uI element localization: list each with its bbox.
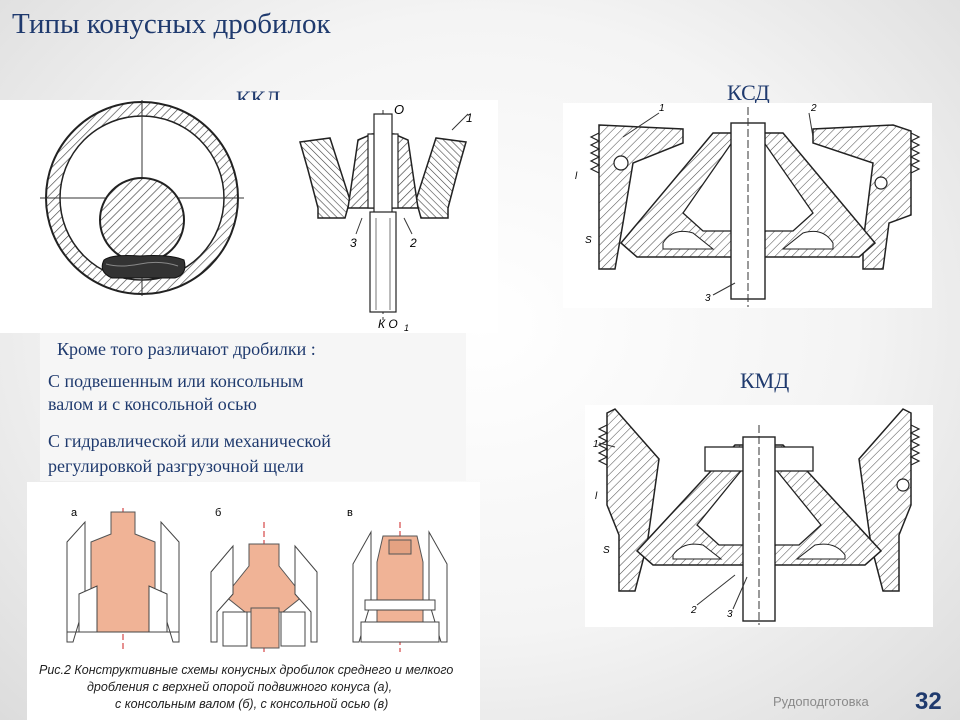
ksd-drawing: 1 2 3 l S — [575, 103, 921, 307]
kkd-drawing-panel: О 1 2 3 К О 1 — [0, 100, 498, 333]
scheme-label-b: б — [215, 507, 221, 519]
scheme-label-a: а — [71, 507, 78, 519]
schemes-drawing: а б в — [66, 507, 448, 652]
ksd-mark-2: 2 — [810, 103, 817, 114]
kkd-mark-top: О — [394, 102, 404, 117]
scheme-a — [66, 508, 180, 652]
kmd-drawing-panel: 1 2 3 l S — [585, 405, 933, 627]
kkd-mark-bottom-sub: 1 — [404, 323, 409, 333]
ksd-mark-l: l — [575, 171, 578, 182]
kmd-mark-2: 2 — [690, 605, 697, 616]
ksd-mark-1: 1 — [659, 103, 665, 114]
kkd-plan-view — [40, 100, 244, 296]
ksd-mark-s: S — [585, 235, 592, 246]
schemes-panel: а б в Рис.2 Конструктивные схемы конусны… — [27, 482, 480, 720]
label-kmd: КМД — [740, 368, 790, 393]
scheme-b — [210, 522, 318, 652]
ksd-drawing-panel: 1 2 3 l S — [563, 103, 932, 308]
kmd-mark-s: S — [603, 545, 610, 556]
slide-title: Типы конусных дробилок — [12, 8, 331, 40]
schemes-caption-line1: Рис.2 Конструктивные схемы конусных дроб… — [39, 663, 454, 677]
schemes-caption-line2: дробления с верхней опорой подвижного ко… — [87, 680, 393, 694]
item2-line1: С гидравлической или механической — [48, 431, 331, 451]
label-ksd: КСД — [727, 80, 770, 105]
ksd-mark-3: 3 — [705, 293, 711, 304]
kkd-mark-2: 2 — [409, 236, 417, 250]
intro-text: Кроме того различают дробилки : — [57, 339, 316, 359]
kkd-mark-bottom: К О — [378, 317, 398, 331]
crusher-types-text-box: Кроме того различают дробилки : С подвеш… — [40, 333, 466, 481]
kmd-mark-l: l — [595, 491, 598, 502]
kkd-section-view — [299, 110, 469, 320]
kkd-mark-3: 3 — [350, 236, 357, 250]
footer-text: Рудоподготовка — [773, 694, 869, 709]
item1-line2: валом и с консольной осью — [48, 394, 257, 414]
kkd-drawing: О 1 2 3 К О 1 — [40, 100, 473, 333]
kmd-mark-1: 1 — [593, 439, 599, 450]
item2-line2: регулировкой разгрузочной щели — [48, 456, 304, 476]
scheme-label-v: в — [347, 507, 353, 519]
scheme-c — [352, 522, 448, 652]
schemes-caption-line3: с консольным валом (б), с консольной ось… — [115, 697, 389, 711]
kmd-drawing: 1 2 3 l S — [593, 408, 921, 625]
page-number: 32 — [915, 688, 942, 715]
kmd-mark-3: 3 — [727, 609, 733, 620]
item1-line1: С подвешенным или консольным — [48, 371, 304, 391]
kkd-mark-1: 1 — [466, 111, 473, 125]
